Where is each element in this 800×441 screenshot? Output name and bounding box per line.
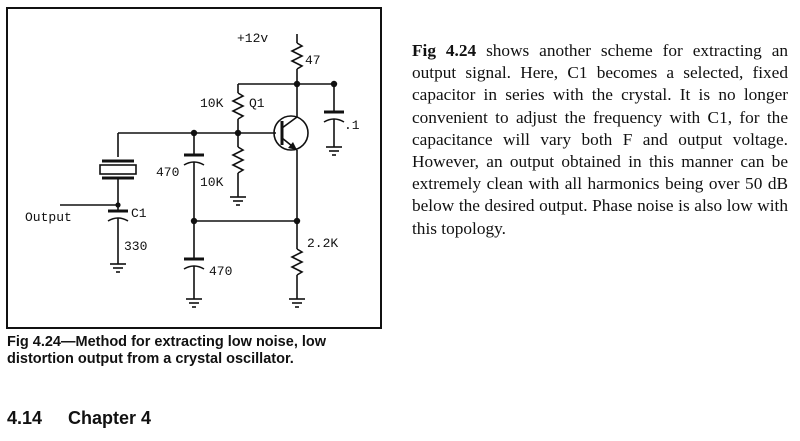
body-paragraph: Fig 4.24 shows another scheme for extrac… (412, 40, 788, 240)
transistor-collector (281, 116, 298, 129)
capacitor-bypass-label: .1 (344, 118, 360, 133)
resistor-47-label: 47 (305, 53, 321, 68)
junction-dot (115, 202, 121, 208)
resistor-10k-top-symbol (231, 92, 245, 120)
resistor-47-symbol (290, 42, 304, 70)
oscillator-schematic: +12v 47 10K Q1 .1 470 10K Output C1 330 … (25, 31, 360, 308)
schematic-figure: +12v 47 10K Q1 .1 470 10K Output C1 330 … (6, 7, 382, 329)
supply-label: +12v (237, 31, 268, 46)
capacitor-c1-label: C1 (131, 206, 147, 221)
resistor-2k2-label: 2.2K (307, 236, 338, 251)
capacitor-c1-value-label: 330 (124, 239, 147, 254)
transistor-q1-label: Q1 (249, 96, 265, 111)
resistor-10k-bottom-label: 10K (200, 175, 224, 190)
chapter-label: Chapter 4 (68, 408, 152, 428)
crystal-body (99, 164, 137, 175)
emitter-arrow (288, 142, 297, 150)
capacitor-feedback-label: 470 (156, 165, 179, 180)
figure-reference: Fig 4.24 (412, 41, 477, 60)
resistor-2k2-symbol (290, 248, 304, 276)
capacitor-emitter-label: 470 (209, 264, 232, 279)
body-text: shows another scheme for extracting an o… (412, 41, 789, 238)
page-number: 4.14 (7, 408, 43, 428)
resistor-10k-top-label: 10K (200, 96, 224, 111)
transistor-q1-symbol (273, 115, 309, 151)
figure-caption: Fig 4.24—Method for extracting low noise… (7, 334, 327, 367)
page-footer: 4.14 Chapter 4 (7, 408, 151, 429)
output-label: Output (25, 210, 72, 225)
resistor-10k-bottom-symbol (231, 146, 245, 174)
